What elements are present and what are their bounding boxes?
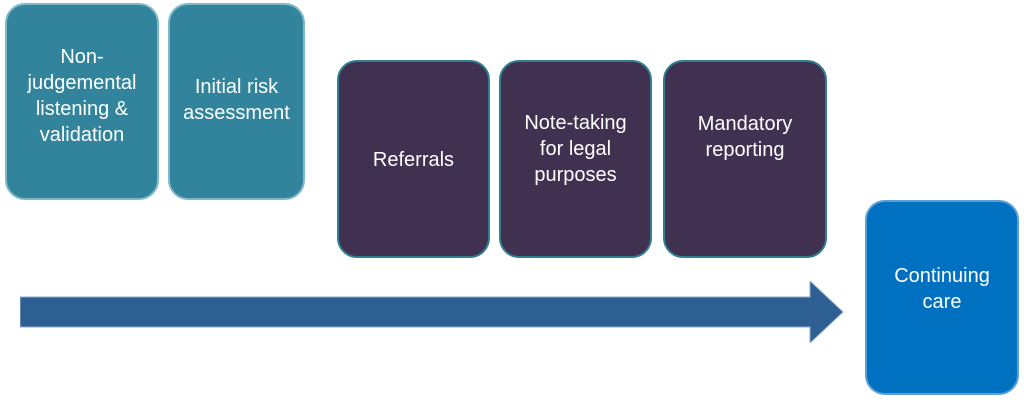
step-listening-validation-box: Non- judgemental listening & validation <box>5 3 159 200</box>
step-referrals-box: Referrals <box>337 60 490 258</box>
step-continuing-care-box: Continuing care <box>865 200 1019 395</box>
flow-arrow-icon <box>20 281 844 343</box>
step-mandatory-reporting-box: Mandatory reporting <box>663 60 827 258</box>
flow-arrow-shape <box>20 281 844 343</box>
step-note-taking-box: Note-taking for legal purposes <box>499 60 652 258</box>
step-initial-risk-assessment-box: Initial risk assessment <box>168 3 305 200</box>
